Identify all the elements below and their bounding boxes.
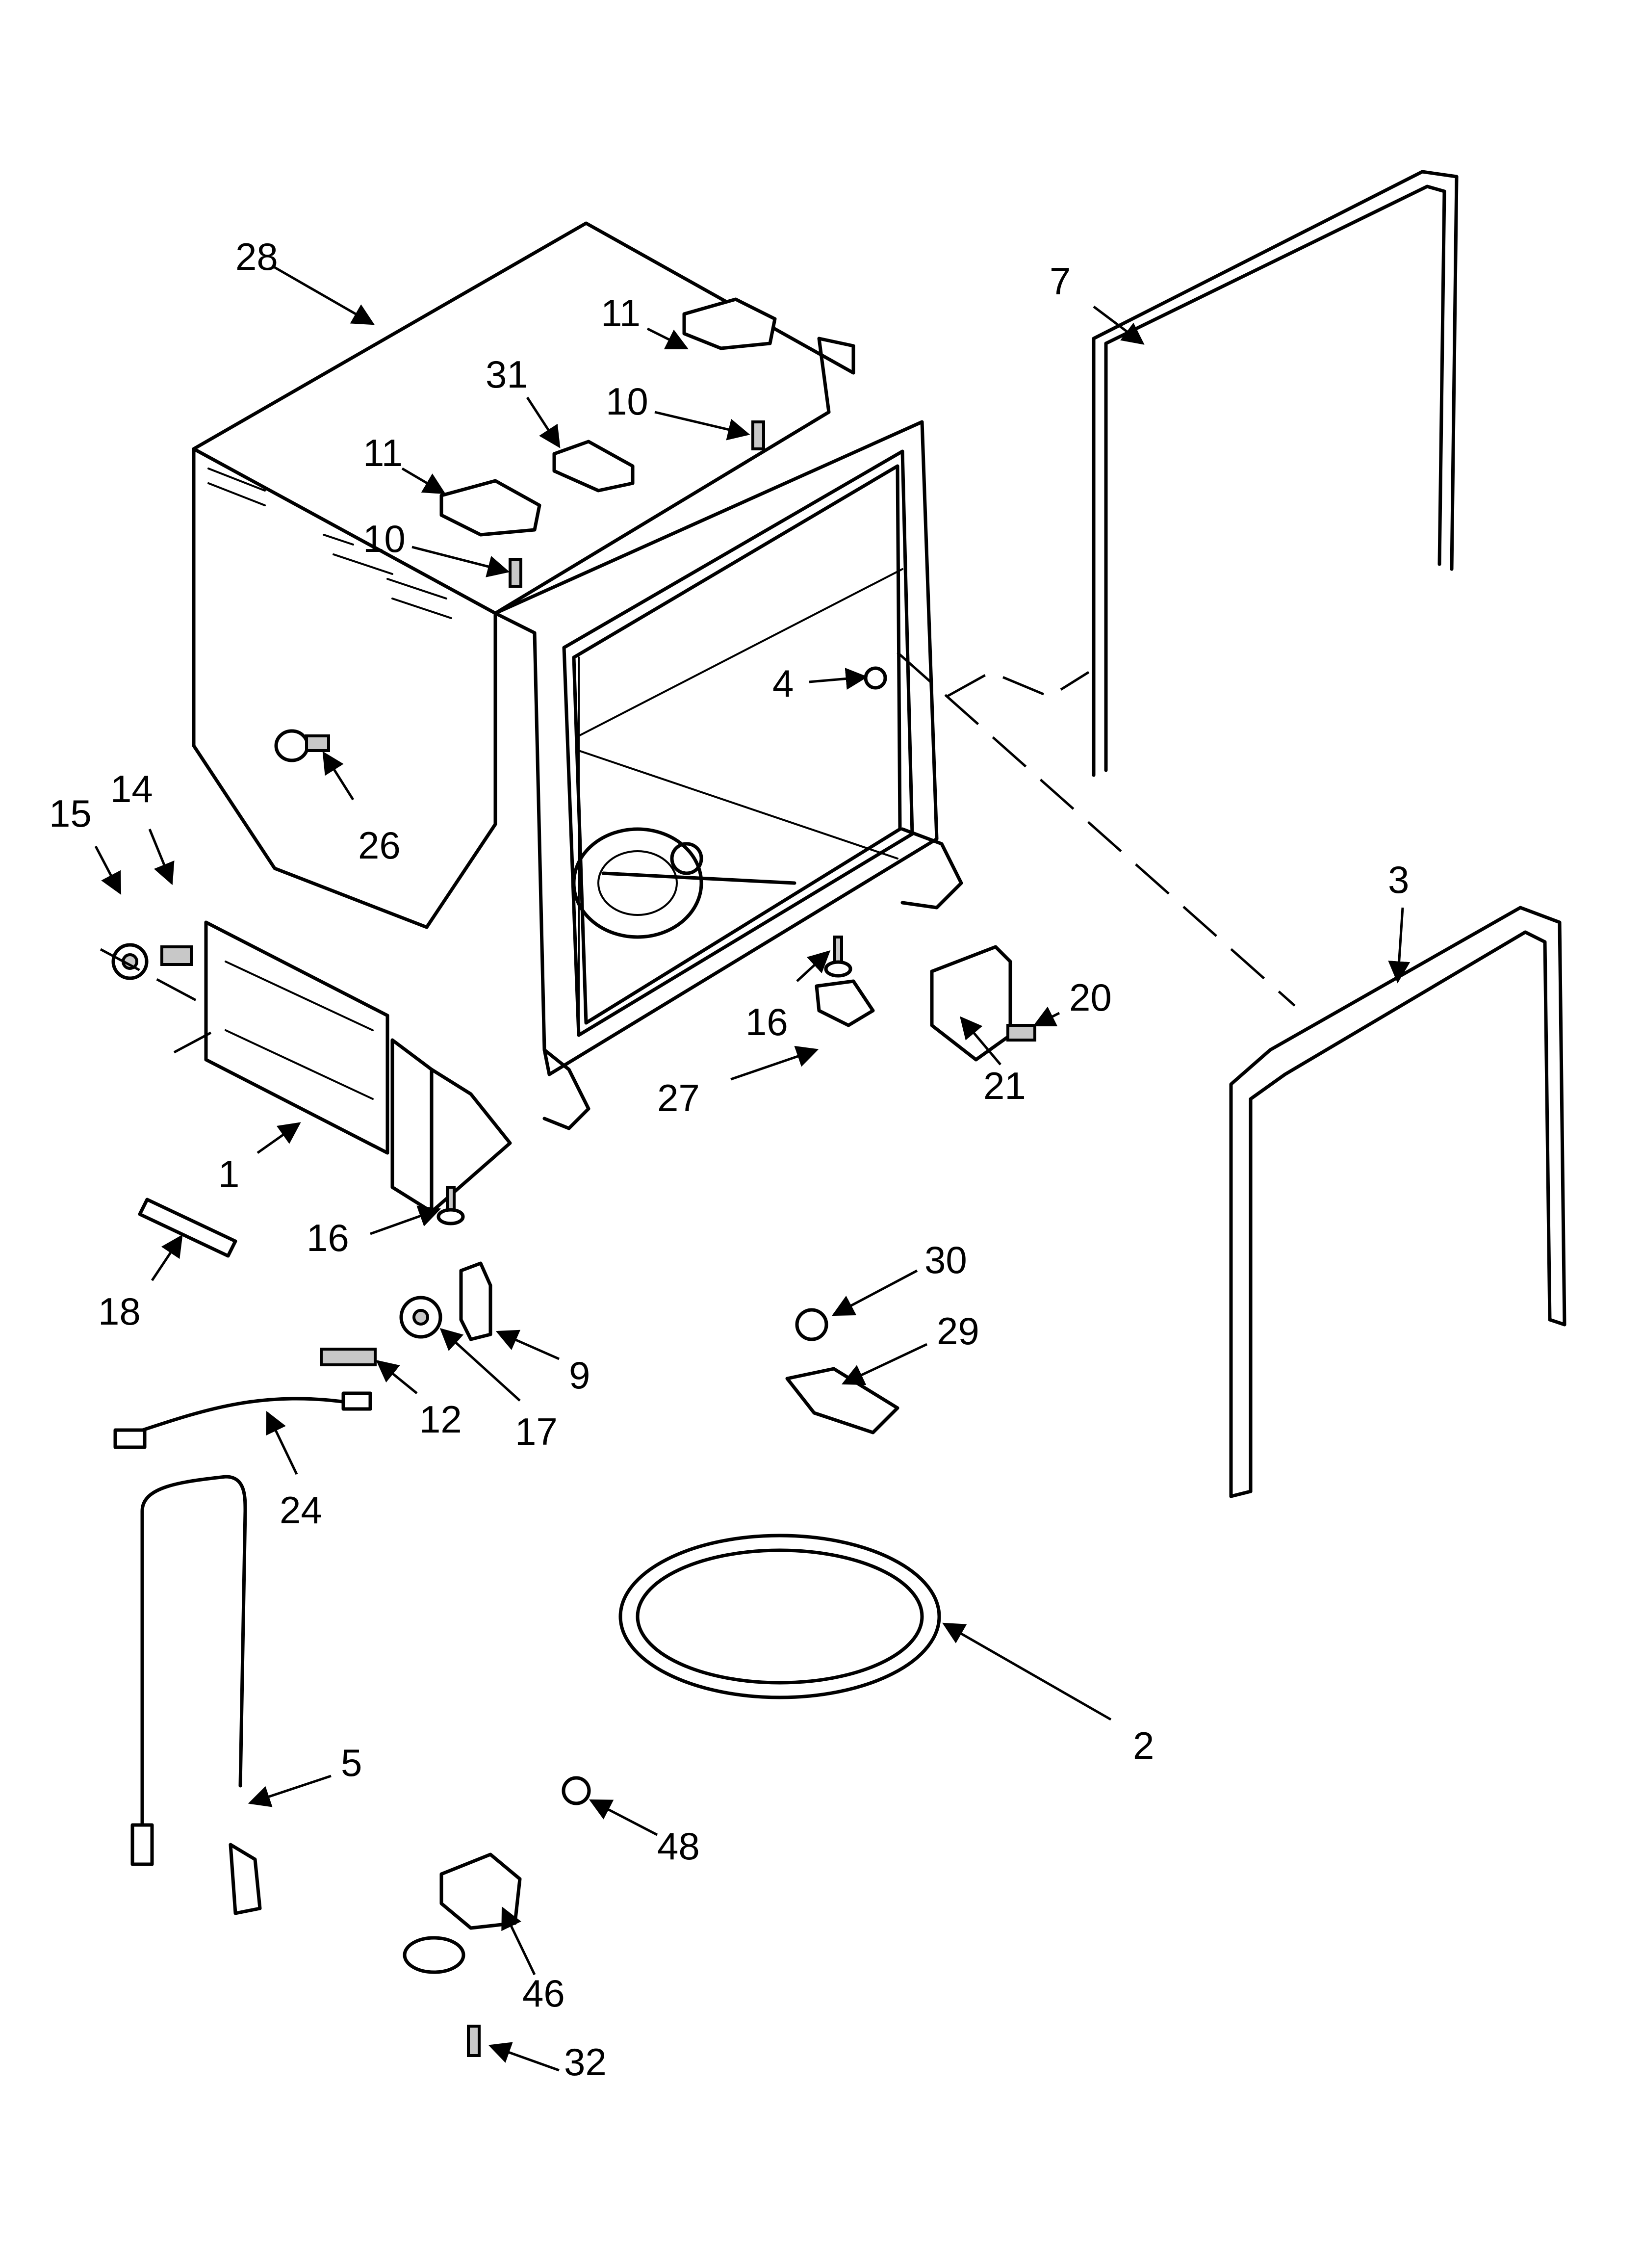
bolt-14 (160, 945, 193, 966)
hinge-bracket-11-left (439, 479, 541, 537)
callout-9: 9 (569, 1354, 590, 1397)
bracket-29 (785, 1367, 899, 1434)
alignment-line (946, 671, 1090, 698)
clip-27 (815, 979, 875, 1027)
leveling-leg-16-upper (824, 936, 852, 978)
callout-16: 16 (307, 1216, 349, 1259)
callout-28: 28 (235, 235, 278, 278)
leveling-leg-16-lower (436, 1186, 465, 1225)
callout-7: 7 (1050, 260, 1071, 303)
callout-1: 1 (218, 1152, 239, 1196)
callout-46: 46 (522, 1972, 565, 2015)
bracket-9 (459, 1261, 492, 1341)
gasket-7 (1092, 170, 1459, 777)
callout-20: 20 (1069, 976, 1112, 1019)
callout-10: 10 (606, 380, 648, 423)
callout-18: 18 (98, 1290, 141, 1333)
bracket-21 (930, 945, 1012, 1062)
spring-48 (562, 1776, 591, 1805)
callout-15: 15 (49, 792, 92, 835)
callout-11: 11 (363, 431, 403, 474)
callout-30: 30 (924, 1238, 967, 1281)
tub-assembly-part (192, 221, 963, 1214)
callout-14: 14 (110, 767, 153, 810)
seal-ring-2 (618, 1534, 941, 1699)
screw-20 (1006, 1024, 1036, 1042)
callout-29: 29 (937, 1309, 979, 1353)
bolt-12 (320, 1348, 377, 1366)
callout-11: 11 (601, 291, 641, 335)
bumper-4 (864, 666, 887, 690)
callout-21: 21 (983, 1064, 1026, 1107)
callout-12: 12 (419, 1398, 462, 1441)
alignment-line (100, 948, 212, 1010)
hose-5 (130, 1475, 262, 1915)
wire-24 (113, 1391, 372, 1449)
callout-2: 2 (1133, 1724, 1154, 1767)
screw-10-top (751, 420, 765, 450)
clip-31 (552, 440, 635, 493)
callout-26: 26 (358, 824, 401, 867)
callout-10: 10 (363, 517, 406, 560)
callout-31: 31 (486, 353, 528, 396)
callout-5: 5 (341, 1741, 362, 1784)
thermostat-30 (795, 1308, 828, 1341)
washer-17 (399, 1296, 442, 1339)
screw-10-left (509, 558, 522, 588)
callout-24: 24 (280, 1488, 322, 1532)
alignment-line (897, 652, 1296, 1007)
valve-46 (403, 1852, 522, 1974)
callout-4: 4 (772, 662, 794, 705)
callout-3: 3 (1388, 858, 1409, 901)
callout-17: 17 (515, 1410, 558, 1453)
leader-arrows (94, 266, 1411, 2072)
spring-18 (138, 1198, 237, 1258)
nut-15 (111, 943, 149, 980)
callout-16: 16 (745, 1000, 788, 1043)
gasket-3 (1229, 906, 1566, 1498)
screw-32 (467, 2025, 481, 2057)
callout-48: 48 (657, 1825, 700, 1868)
callout-32: 32 (564, 2040, 607, 2084)
callout-27: 27 (657, 1076, 700, 1120)
alignment-line (173, 1031, 212, 1054)
plug-26 (274, 729, 330, 762)
